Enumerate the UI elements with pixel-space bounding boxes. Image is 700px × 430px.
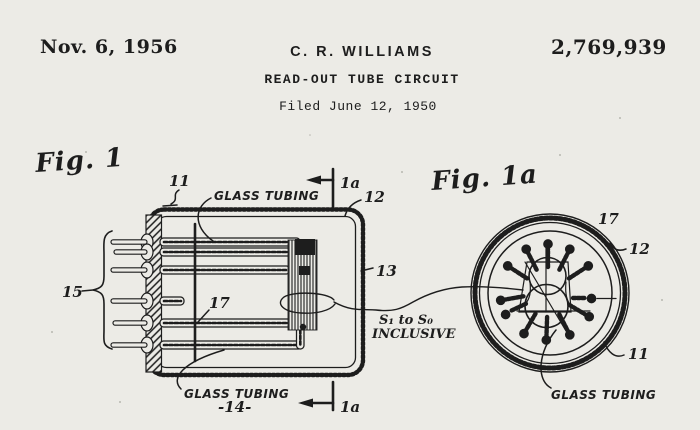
fig1-ref-11: 11 xyxy=(169,172,190,190)
fig1-ref-14: -14- xyxy=(218,398,251,416)
fig1-leader-15 xyxy=(81,289,94,292)
fig1-ref-12: 12 xyxy=(364,188,385,206)
fig1-glass-rods xyxy=(159,237,311,350)
fig1-ref-13: 13 xyxy=(376,262,397,280)
fig1-note-glass-tubing-top: GLASS TUBING xyxy=(214,189,319,203)
fig1-leader-12 xyxy=(344,199,362,217)
fig1-leader-17 xyxy=(197,309,210,323)
fig1-bracket-15 xyxy=(92,230,113,350)
fig1a-base-disc xyxy=(487,230,613,356)
document-title: READ-OUT TUBE CIRCUIT xyxy=(264,72,460,87)
fig1a-central-assembly xyxy=(516,247,591,332)
fig1-lead-pins xyxy=(110,239,148,348)
fig1-ref-17: 17 xyxy=(209,294,230,312)
fig1a-leader-12 xyxy=(609,242,627,251)
fig1a-label: Fig. 1a xyxy=(429,160,538,197)
fig1-leader-11 xyxy=(162,189,180,207)
fig1-envelope-outer-wall xyxy=(146,207,366,378)
fig1-section-marker-top xyxy=(306,167,335,210)
fig1a-note-glass-tubing: GLASS TUBING xyxy=(551,388,656,402)
fig1-s-range-loop xyxy=(279,292,336,314)
fig1-note-s-range-1: S₁ to S₀ xyxy=(379,313,433,328)
fig1-s-range-leader xyxy=(333,285,524,312)
fig1-leader-glass-tubing-bottom xyxy=(176,349,225,390)
fig1a-leader-11 xyxy=(603,341,625,357)
fig1a-envelope-outer xyxy=(470,213,630,373)
fig1a-leader-glass-tubing xyxy=(540,329,557,389)
fig1-section-label-top: 1a xyxy=(340,174,360,192)
fig1a-ref-11: 11 xyxy=(628,345,649,363)
fig1a-ref-17: 17 xyxy=(598,210,619,228)
fig1-section-marker-bottom xyxy=(298,380,335,412)
fig1-leader-glass-tubing-top xyxy=(197,197,214,242)
figure1a-drawing xyxy=(470,213,630,389)
fig1a-pin-tips xyxy=(495,239,597,345)
inventor-name: C. R. WILLIAMS xyxy=(290,44,434,60)
fig1-electrode-stack xyxy=(287,239,318,331)
fig1-note-glass-tubing-bottom: GLASS TUBING xyxy=(184,387,289,401)
fig1-label: Fig. 1 xyxy=(33,143,125,179)
fig1a-envelope-stipple-band xyxy=(472,215,628,371)
fig1-ref-15: 15 xyxy=(62,283,83,301)
fig1a-ref-12: 12 xyxy=(629,240,650,258)
patent-issue-date: Nov. 6, 1956 xyxy=(40,36,178,58)
filing-date: Filed June 12, 1950 xyxy=(279,99,437,114)
scan-speckles xyxy=(51,117,663,403)
fig1a-envelope-inner xyxy=(478,221,622,365)
figure1-drawing xyxy=(81,167,524,412)
fig1-section-label-bottom: 1a xyxy=(340,398,360,416)
fig1a-radial-pins xyxy=(503,246,588,338)
fig1-leader-13 xyxy=(360,267,374,272)
patent-number: 2,769,939 xyxy=(551,35,667,59)
fig1-note-s-range-2: INCLUSIVE xyxy=(371,327,457,342)
